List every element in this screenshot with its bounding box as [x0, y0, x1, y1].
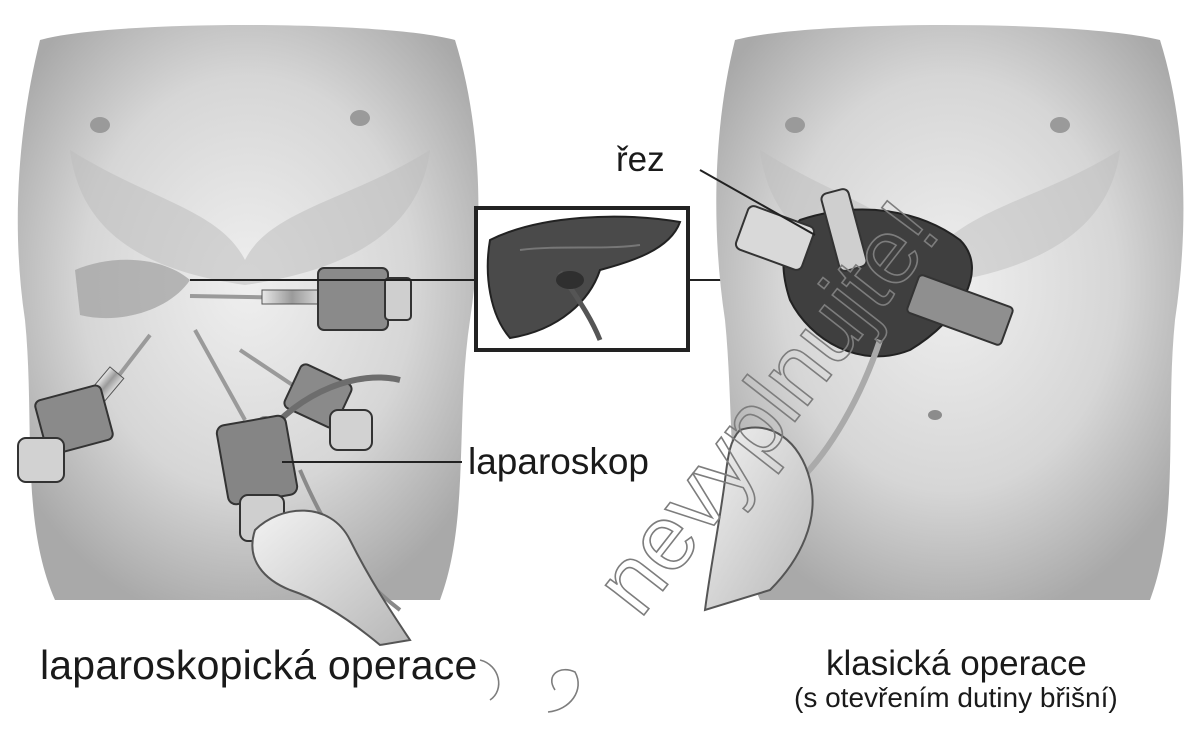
- right-panel-left-nipple-icon: [785, 117, 805, 133]
- caption-laparoscopic: laparoskopická operace: [40, 642, 477, 689]
- right-panel-right-nipple-icon: [1050, 117, 1070, 133]
- watermark-comma-icon: [548, 670, 578, 712]
- label-rez: řez: [616, 140, 665, 180]
- caption-classic-sub: (s otevřením dutiny břišní): [794, 682, 1118, 714]
- liver-inset: [476, 208, 688, 350]
- label-laparoskop: laparoskop: [468, 441, 649, 483]
- left-nipple-icon: [90, 117, 110, 133]
- caption-classic: klasická operace: [826, 644, 1087, 684]
- watermark-fragment-icon: [480, 660, 499, 700]
- right-nipple-icon: [350, 110, 370, 126]
- right-panel-navel-icon: [928, 410, 942, 420]
